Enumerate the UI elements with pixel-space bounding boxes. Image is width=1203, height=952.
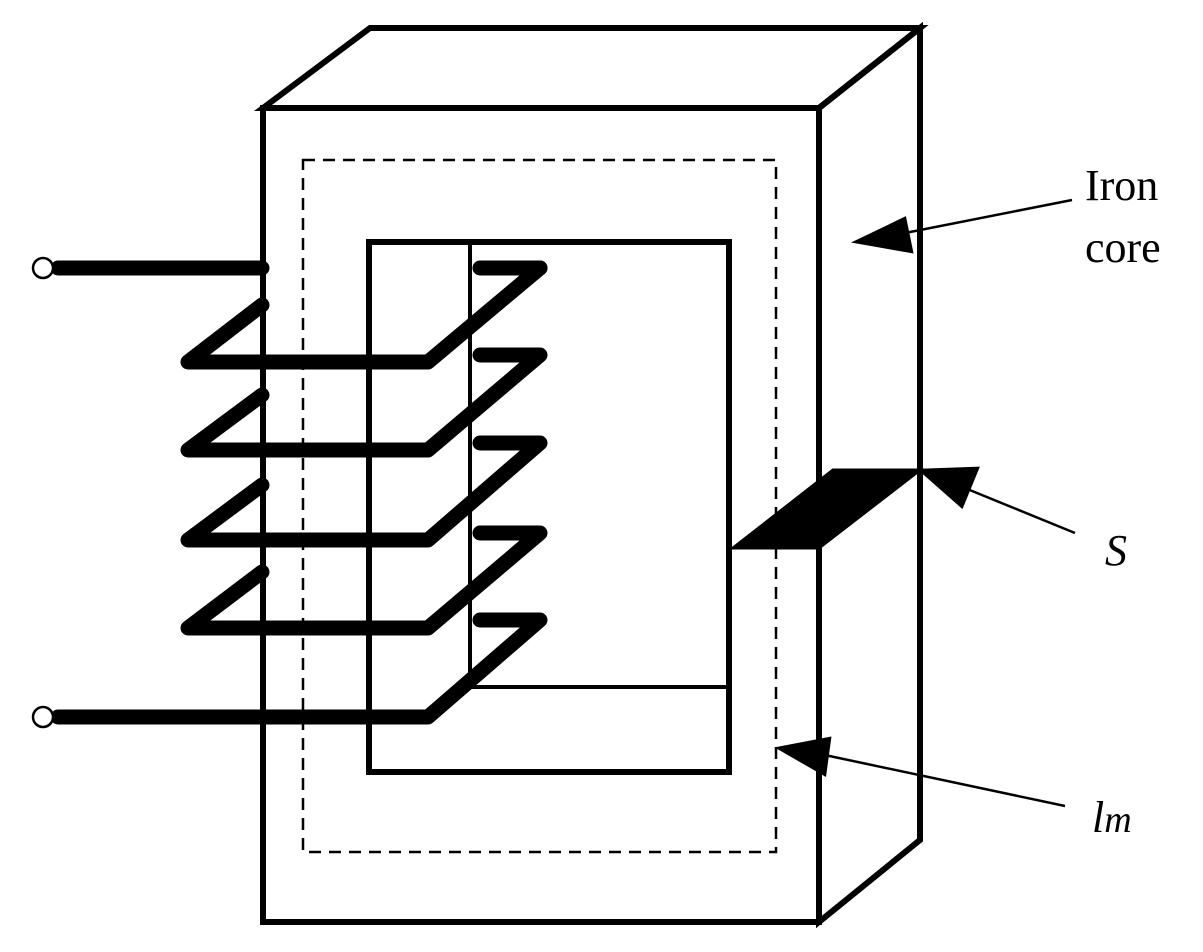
label-lm-main: l bbox=[1092, 793, 1104, 842]
terminal-bottom bbox=[31, 705, 55, 729]
lm-arrowhead bbox=[774, 736, 832, 778]
cross-section-s bbox=[728, 468, 925, 550]
core-front-face bbox=[260, 105, 822, 925]
label-iron: Iron bbox=[1085, 161, 1158, 210]
core-top-face bbox=[253, 25, 929, 111]
iron-core-arrowhead bbox=[850, 216, 914, 254]
core-side-face bbox=[816, 21, 923, 929]
coil-turn-4 bbox=[180, 435, 548, 548]
coil-winding bbox=[50, 260, 548, 725]
iron-core-leader bbox=[899, 198, 1073, 236]
s-arrowhead bbox=[916, 466, 980, 510]
magnetic-path-dashed bbox=[301, 158, 778, 854]
coil-turn-1 bbox=[180, 260, 548, 370]
s-leader bbox=[954, 482, 1076, 535]
terminal-top bbox=[31, 256, 55, 280]
label-lm-sub: m bbox=[1104, 799, 1131, 841]
iron-core bbox=[253, 21, 929, 929]
label-core: core bbox=[1085, 223, 1161, 272]
coil-turn-6 bbox=[50, 612, 548, 725]
coil-turn-5 bbox=[180, 525, 548, 636]
leader-lines bbox=[774, 198, 1076, 808]
label-s: S bbox=[1105, 526, 1127, 575]
lm-leader bbox=[819, 752, 1066, 808]
coil-turn-3 bbox=[180, 347, 548, 458]
core-window bbox=[366, 239, 732, 775]
label-lm: lm bbox=[1092, 793, 1132, 842]
